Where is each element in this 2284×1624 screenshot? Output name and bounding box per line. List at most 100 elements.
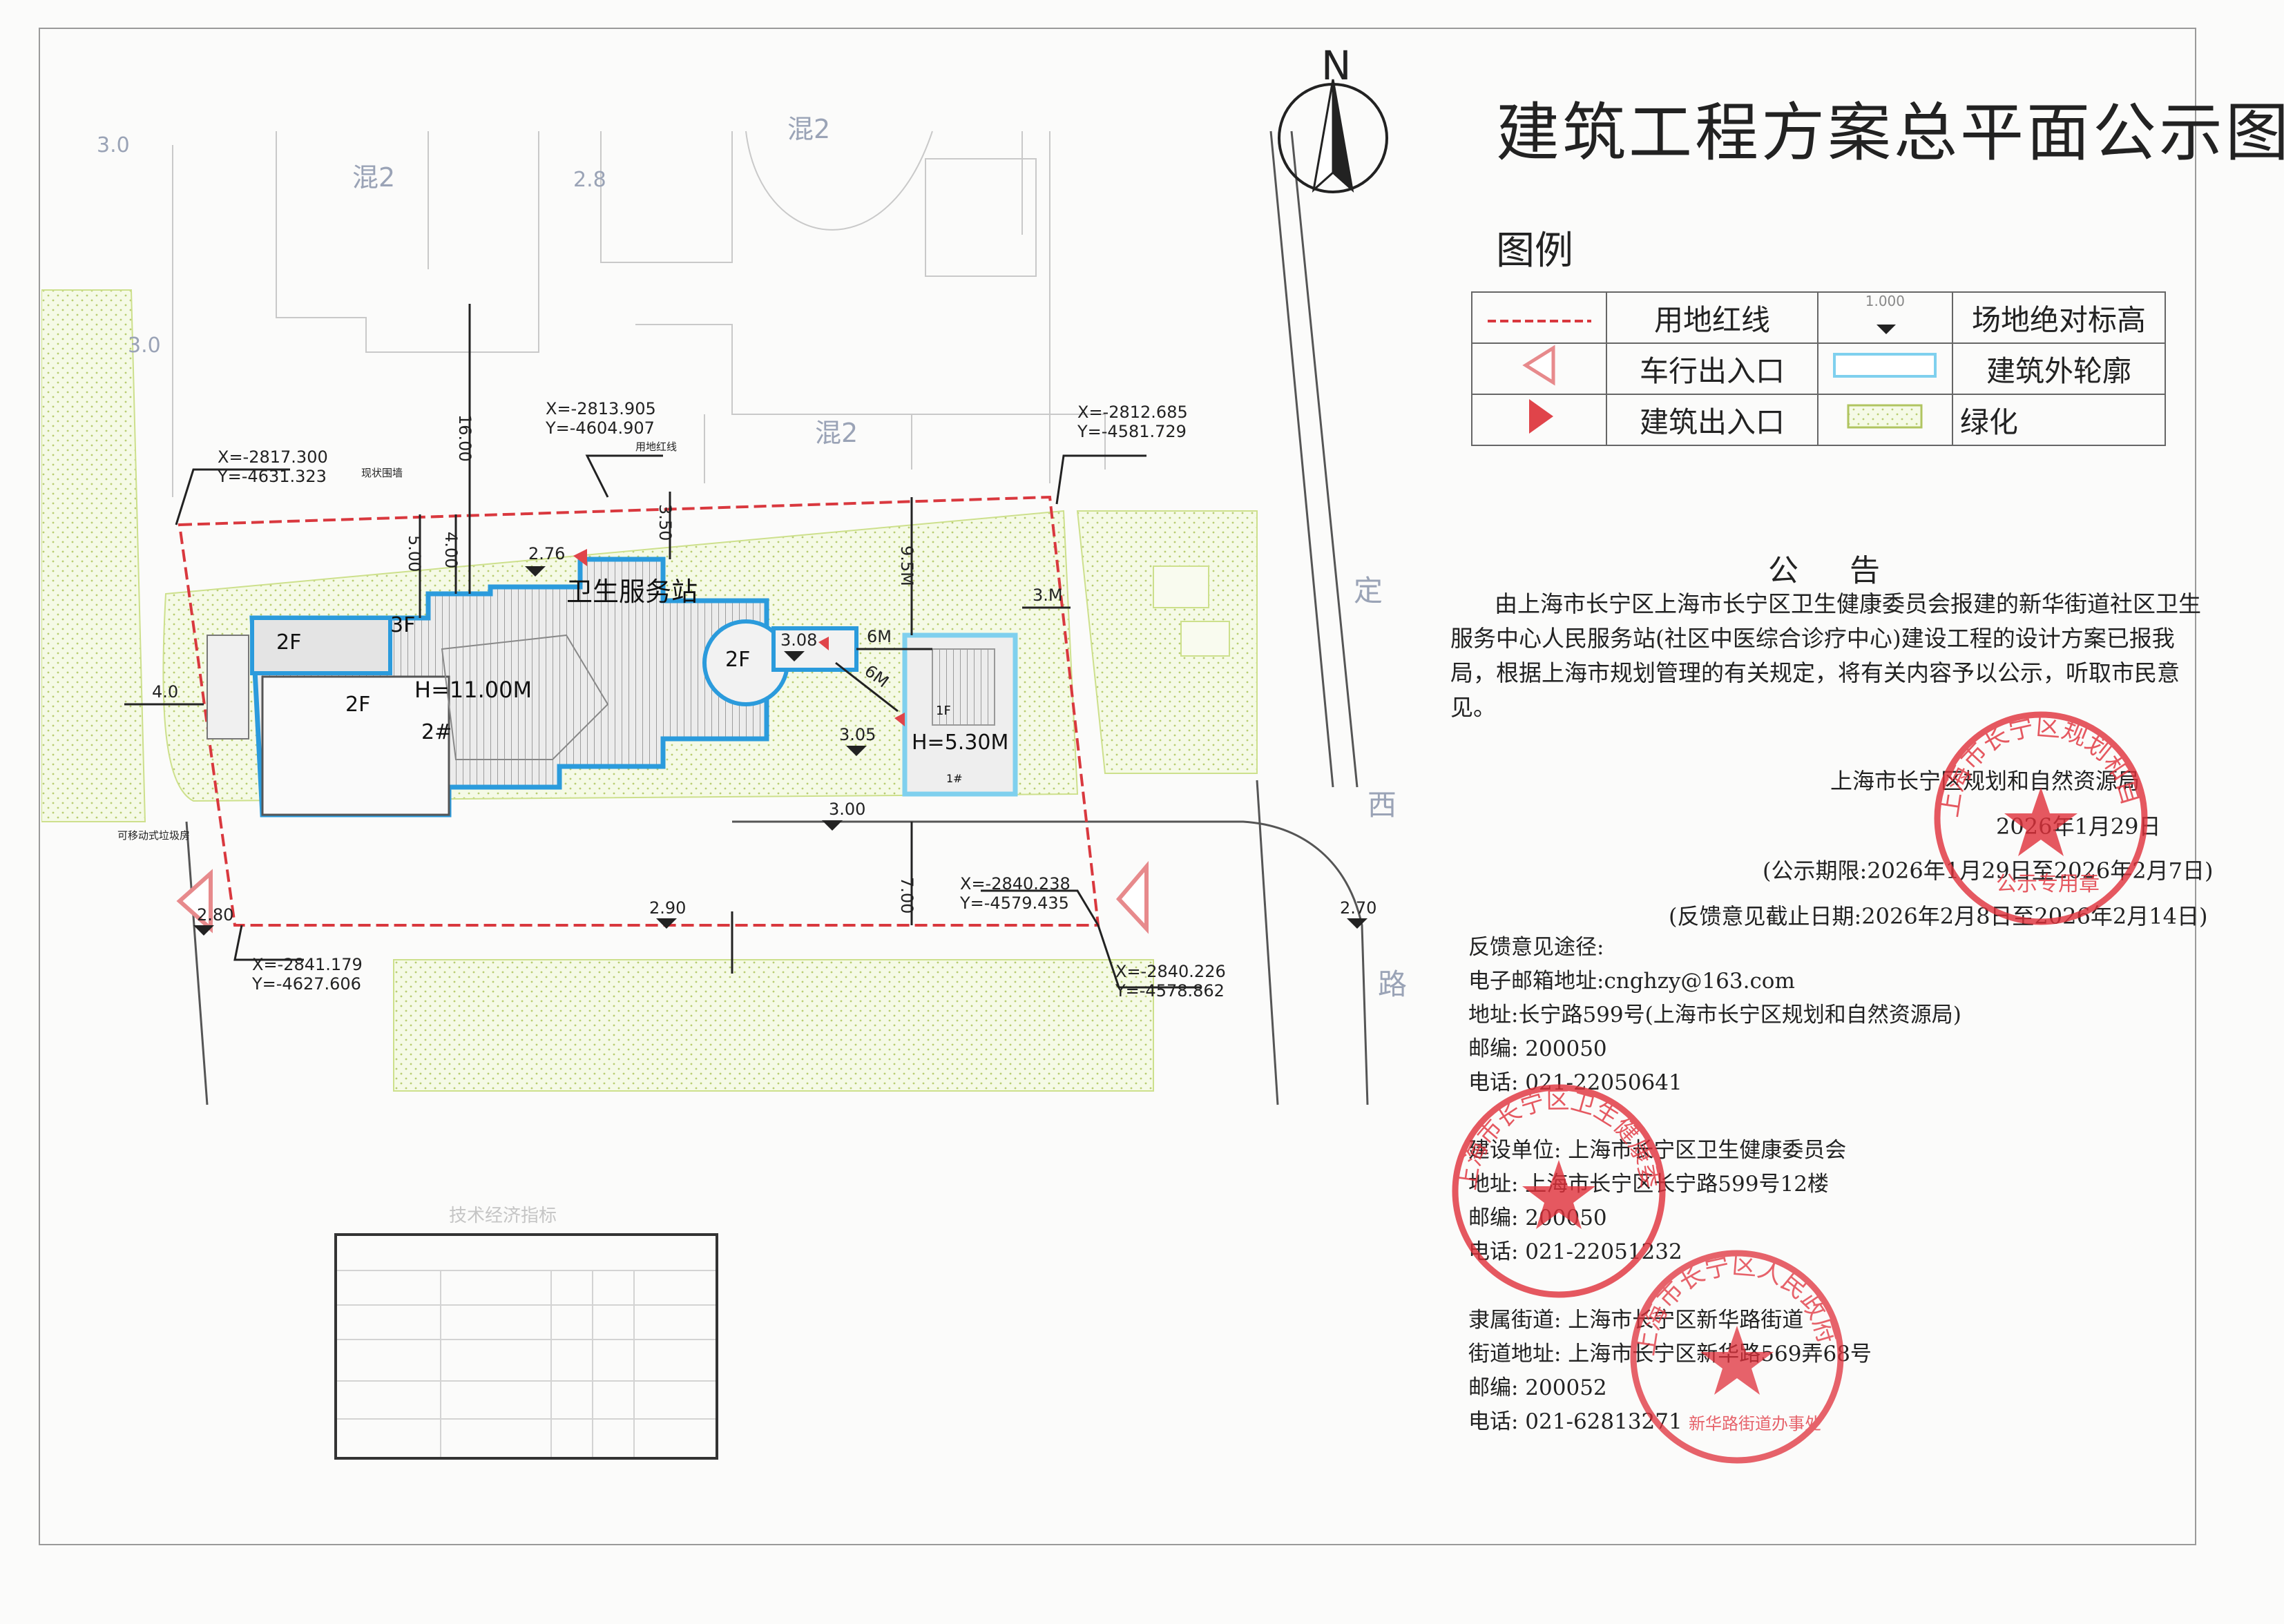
legend-label: 绿化 <box>1951 394 2167 446</box>
health-commission-stamp: 上海市长宁区卫生健康委员会 <box>1445 1077 1666 1298</box>
building-2 <box>207 557 858 818</box>
tech-indicator-table <box>334 1233 718 1460</box>
coord-x: X=-2813.905 <box>546 399 656 418</box>
greenery-symbol <box>1816 394 1953 446</box>
red-line-symbol <box>1470 291 1608 344</box>
planning-bureau-stamp: 上海市长宁区规划和自然资源局 公示专用章 <box>1927 704 2148 925</box>
building-labels: 卫生服务站 2F 3F 2F 2F H=11.00M 2# 1F H=5.30M… <box>276 577 1008 785</box>
mix-label: 混2 <box>352 162 395 193</box>
road-name: 定 西 路 <box>1354 574 1407 1001</box>
site-plan-drawing: N 混2 混2 混2 3.0 2.8 3.0 X=-2817.300 Y=-46… <box>41 42 1407 1105</box>
svg-text:3.05: 3.05 <box>839 725 876 744</box>
context-buildings <box>172 130 1106 497</box>
coord-x: X=-2840.226 <box>1115 962 1226 981</box>
notice-body: 由上海市长宁区上海市长宁区卫生健康委员会报建的新华街道社区卫生服务中心人民服务站… <box>1450 590 2201 721</box>
legend-label: 建筑出入口 <box>1606 394 1818 446</box>
tech-table-grid <box>337 1270 716 1457</box>
svg-text:4.0: 4.0 <box>152 682 178 702</box>
legend-label: 建筑外轮廓 <box>1951 342 2167 395</box>
builder-block: 建设单位: 上海市长宁区卫生健康委员会 地址: 上海市长宁区长宁路599号12楼… <box>1468 1134 1846 1269</box>
svg-text:7.00: 7.00 <box>897 877 917 914</box>
building-name: 卫生服务站 <box>566 577 698 607</box>
stamp-subtext: 公示专用章 <box>1996 872 2100 896</box>
coord-x: X=-2841.179 <box>252 955 363 974</box>
coord-x: X=-2812.685 <box>1077 403 1188 422</box>
building-entrances <box>573 549 905 726</box>
svg-text:可移动式垃圾房: 可移动式垃圾房 <box>117 829 190 842</box>
svg-text:4.00: 4.00 <box>441 532 461 568</box>
svg-text:1F: 1F <box>936 704 951 718</box>
sheet-border <box>39 28 2196 1545</box>
feedback-address: 地址:长宁路599号(上海市长宁区规划和自然资源局) <box>1468 1003 1961 1027</box>
elevation-values: 2.76 3.08 3.05 3.00 2.80 2.90 2.70 <box>197 544 1376 925</box>
legend-label: 场地绝对标高 <box>1951 291 2167 344</box>
coord-y: Y=-4581.729 <box>1077 422 1187 441</box>
svg-text:16.00: 16.00 <box>455 414 474 462</box>
north-label: N <box>1321 42 1351 89</box>
coord-y: Y=-4631.323 <box>217 467 327 486</box>
feedback-deadline: (反馈意见截止日期:2026年2月8日至2026年2月14日) <box>1669 903 2208 929</box>
note-labels: 现状围墙 用地红线 可移动式垃圾房 <box>117 441 677 842</box>
context-labels: 混2 混2 混2 3.0 2.8 3.0 <box>97 114 858 448</box>
building-height: H=5.30M <box>912 731 1008 755</box>
svg-text:3.50: 3.50 <box>655 504 675 541</box>
svg-text:西: 西 <box>1367 788 1397 822</box>
svg-text:2F: 2F <box>276 630 301 655</box>
elevation-sample: 1.000 <box>1865 292 1906 309</box>
mix-label: 混2 <box>787 114 830 144</box>
building-entrance-symbol <box>1470 394 1608 446</box>
feedback-heading: 反馈意见途径: <box>1468 935 1604 960</box>
stamp-subtext: 新华路街道办事处 <box>1689 1414 1821 1433</box>
svg-text:2.76: 2.76 <box>528 544 565 563</box>
feedback-block: 反馈意见途径: 电子邮箱地址:cnghzy@163.com 地址:长宁路599号… <box>1468 931 1961 1100</box>
svg-text:3F: 3F <box>390 613 415 637</box>
coord-x: X=-2817.300 <box>218 447 328 467</box>
building-height: H=11.00M <box>414 677 532 703</box>
svg-text:定: 定 <box>1354 574 1383 608</box>
svg-text:3.M: 3.M <box>1033 586 1063 605</box>
svg-text:2F: 2F <box>345 693 370 717</box>
mix-label: 混2 <box>815 418 858 448</box>
street-postcode: 邮编: 200052 <box>1468 1375 1607 1400</box>
coord-y: Y=-4578.862 <box>1115 981 1225 1000</box>
coord-x: X=-2840.238 <box>960 874 1071 893</box>
street-address: 街道地址: 上海市长宁区新华路569弄68号 <box>1468 1342 1872 1366</box>
building-1 <box>902 632 1018 797</box>
coordinate-labels: X=-2817.300 Y=-4631.323 X=-2813.905 Y=-4… <box>217 399 1226 1000</box>
svg-text:2F: 2F <box>725 648 750 672</box>
svg-text:9.5M: 9.5M <box>897 545 917 586</box>
elevation-label: 2.8 <box>573 168 606 192</box>
coord-y: Y=-4579.435 <box>959 893 1069 913</box>
svg-text:路: 路 <box>1378 967 1407 1001</box>
notice-issuer: 上海市长宁区规划和自然资源局 <box>1830 768 2140 794</box>
svg-text:5.00: 5.00 <box>405 535 424 572</box>
legend-table: 用地红线 1.000 场地绝对标高 车行出入口 建筑外轮廓 建筑出入口 绿化 <box>1470 291 2167 446</box>
feedback-postcode: 邮编: 200050 <box>1468 1036 1607 1061</box>
svg-text:2.80: 2.80 <box>197 905 233 925</box>
svg-text:1#: 1# <box>946 772 963 785</box>
legend-label: 车行出入口 <box>1606 342 1818 395</box>
svg-text:现状围墙: 现状围墙 <box>361 467 403 479</box>
street-office-stamp: 上海市长宁区人民政府 新华路街道办事处 <box>1630 1250 1844 1464</box>
builder-address: 地址: 上海市长宁区长宁路599号12楼 <box>1468 1172 1829 1197</box>
north-arrow: N <box>1278 42 1388 193</box>
coord-y: Y=-4604.907 <box>545 418 655 438</box>
elevation-symbol: 1.000 <box>1816 291 1953 344</box>
notice-heading: 公 告 <box>1768 553 1901 588</box>
tech-table-title: 技术经济指标 <box>449 1206 557 1226</box>
feedback-email: 电子邮箱地址:cnghzy@163.com <box>1468 969 1795 994</box>
svg-text:2.90: 2.90 <box>649 898 686 918</box>
coord-y: Y=-4627.606 <box>251 974 361 994</box>
svg-text:2.70: 2.70 <box>1340 898 1376 918</box>
legend-heading: 图例 <box>1496 229 1573 273</box>
building-outline-symbol <box>1816 342 1953 395</box>
elevation-label: 3.0 <box>128 334 161 358</box>
dimension-lines <box>124 304 1202 989</box>
svg-text:3.00: 3.00 <box>829 800 865 819</box>
elevation-label: 3.0 <box>97 133 130 157</box>
building-number: 2# <box>421 720 452 744</box>
elevation-markers <box>193 566 1367 936</box>
svg-text:用地红线: 用地红线 <box>635 441 677 453</box>
road-edges <box>185 130 1369 1105</box>
page-title: 建筑工程方案总平面公示图 <box>1496 96 2284 170</box>
